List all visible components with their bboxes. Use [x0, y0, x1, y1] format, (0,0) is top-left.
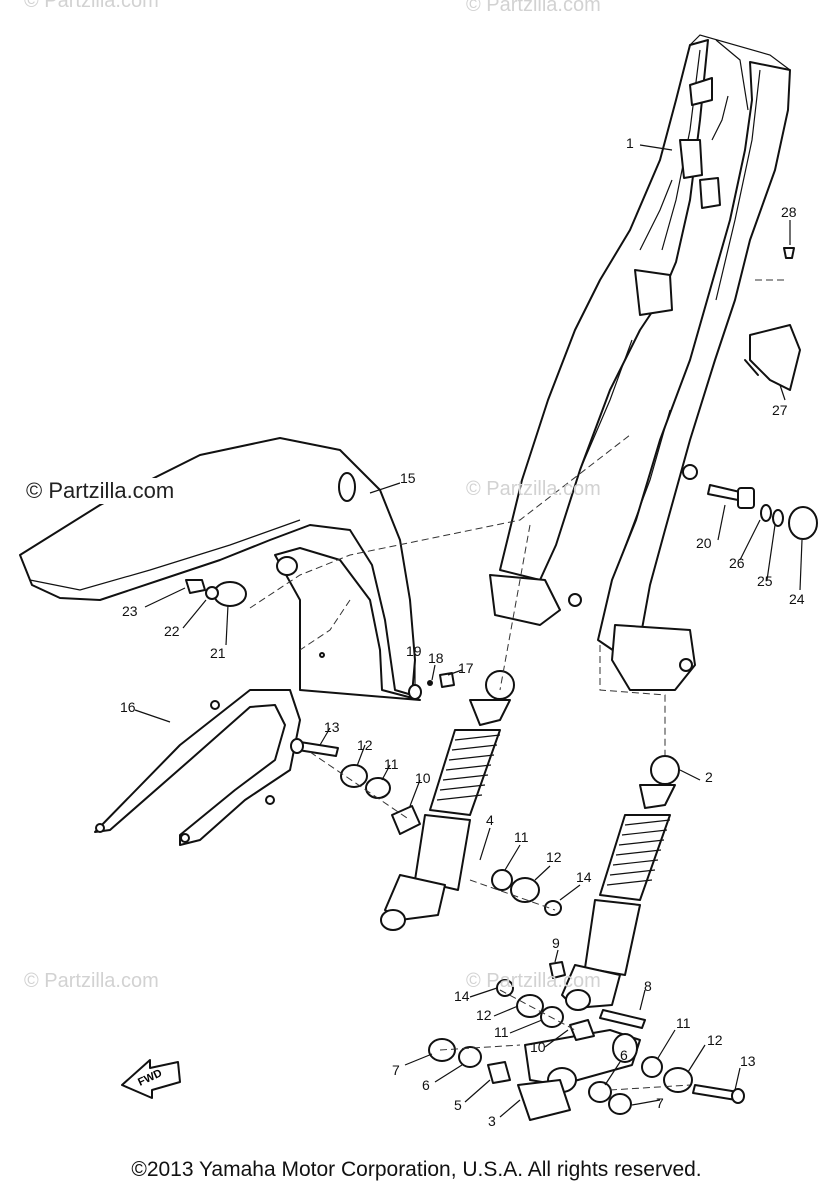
- part-label-22: 22: [164, 623, 180, 639]
- shock-absorber-left: [380, 670, 515, 931]
- part-label-17: 17: [458, 660, 474, 676]
- part-label-8: 8: [644, 978, 652, 994]
- part-label-7a: 7: [392, 1062, 400, 1078]
- link-rod: [517, 1029, 641, 1121]
- part-label-12c: 12: [476, 1007, 492, 1023]
- part-label-11c: 11: [494, 1024, 509, 1040]
- part-label-10b: 10: [530, 1039, 546, 1055]
- part-label-12b: 12: [546, 849, 562, 865]
- part-label-11d: 11: [676, 1015, 691, 1031]
- watermark-bottom-center: © Partzilla.com: [466, 970, 601, 992]
- part-label-4: 4: [486, 812, 494, 828]
- part-label-18: 18: [428, 650, 444, 666]
- leader-lines: [134, 144, 803, 1118]
- part-label-6b: 6: [620, 1047, 628, 1063]
- part-numbers: 1 28 27 15 20 26 25 24 23 22 21 19 18 17…: [120, 135, 805, 1129]
- hardware: [185, 247, 818, 1115]
- part-label-11a: 11: [384, 756, 399, 772]
- part-label-9: 9: [552, 935, 560, 951]
- part-label-13b: 13: [740, 1053, 756, 1069]
- assembly-lines: [249, 279, 785, 1091]
- part-label-21: 21: [210, 645, 226, 661]
- shock-absorber-right: [561, 755, 680, 1011]
- part-label-16: 16: [120, 699, 136, 715]
- part-label-11b: 11: [514, 829, 529, 845]
- watermark-mid-left: © Partzilla.com: [26, 478, 175, 504]
- part-label-14a: 14: [576, 869, 592, 885]
- swing-arm-frame: [489, 34, 791, 691]
- watermark-top-left: © Partzilla.com: [24, 0, 159, 12]
- part-label-28: 28: [781, 204, 797, 220]
- part-label-15: 15: [400, 470, 416, 486]
- part-label-20: 20: [696, 535, 712, 551]
- copyright-notice: ©2013 Yamaha Motor Corporation, U.S.A. A…: [131, 1158, 702, 1181]
- watermark-bottom-left: © Partzilla.com: [24, 970, 159, 992]
- forward-arrow: FWD: [121, 1059, 181, 1099]
- part-label-14b: 14: [454, 988, 470, 1004]
- part-label-13a: 13: [324, 719, 340, 735]
- part-label-26: 26: [729, 555, 745, 571]
- part-label-1: 1: [626, 135, 634, 151]
- fender-stay: [94, 689, 301, 846]
- part-label-7b: 7: [656, 1095, 664, 1111]
- part-label-24: 24: [789, 591, 805, 607]
- part-label-3: 3: [488, 1113, 496, 1129]
- part-label-23: 23: [122, 603, 138, 619]
- part-label-12a: 12: [357, 737, 373, 753]
- part-label-5: 5: [454, 1097, 462, 1113]
- watermark-top-right: © Partzilla.com: [466, 0, 601, 16]
- part-label-10a: 10: [415, 770, 431, 786]
- part-label-27: 27: [772, 402, 788, 418]
- part-label-12d: 12: [707, 1032, 723, 1048]
- watermark-mid-center: © Partzilla.com: [466, 478, 601, 500]
- part-label-6a: 6: [422, 1077, 430, 1093]
- part-label-19: 19: [406, 643, 422, 659]
- part-label-2: 2: [705, 769, 713, 785]
- part-label-25: 25: [757, 573, 773, 589]
